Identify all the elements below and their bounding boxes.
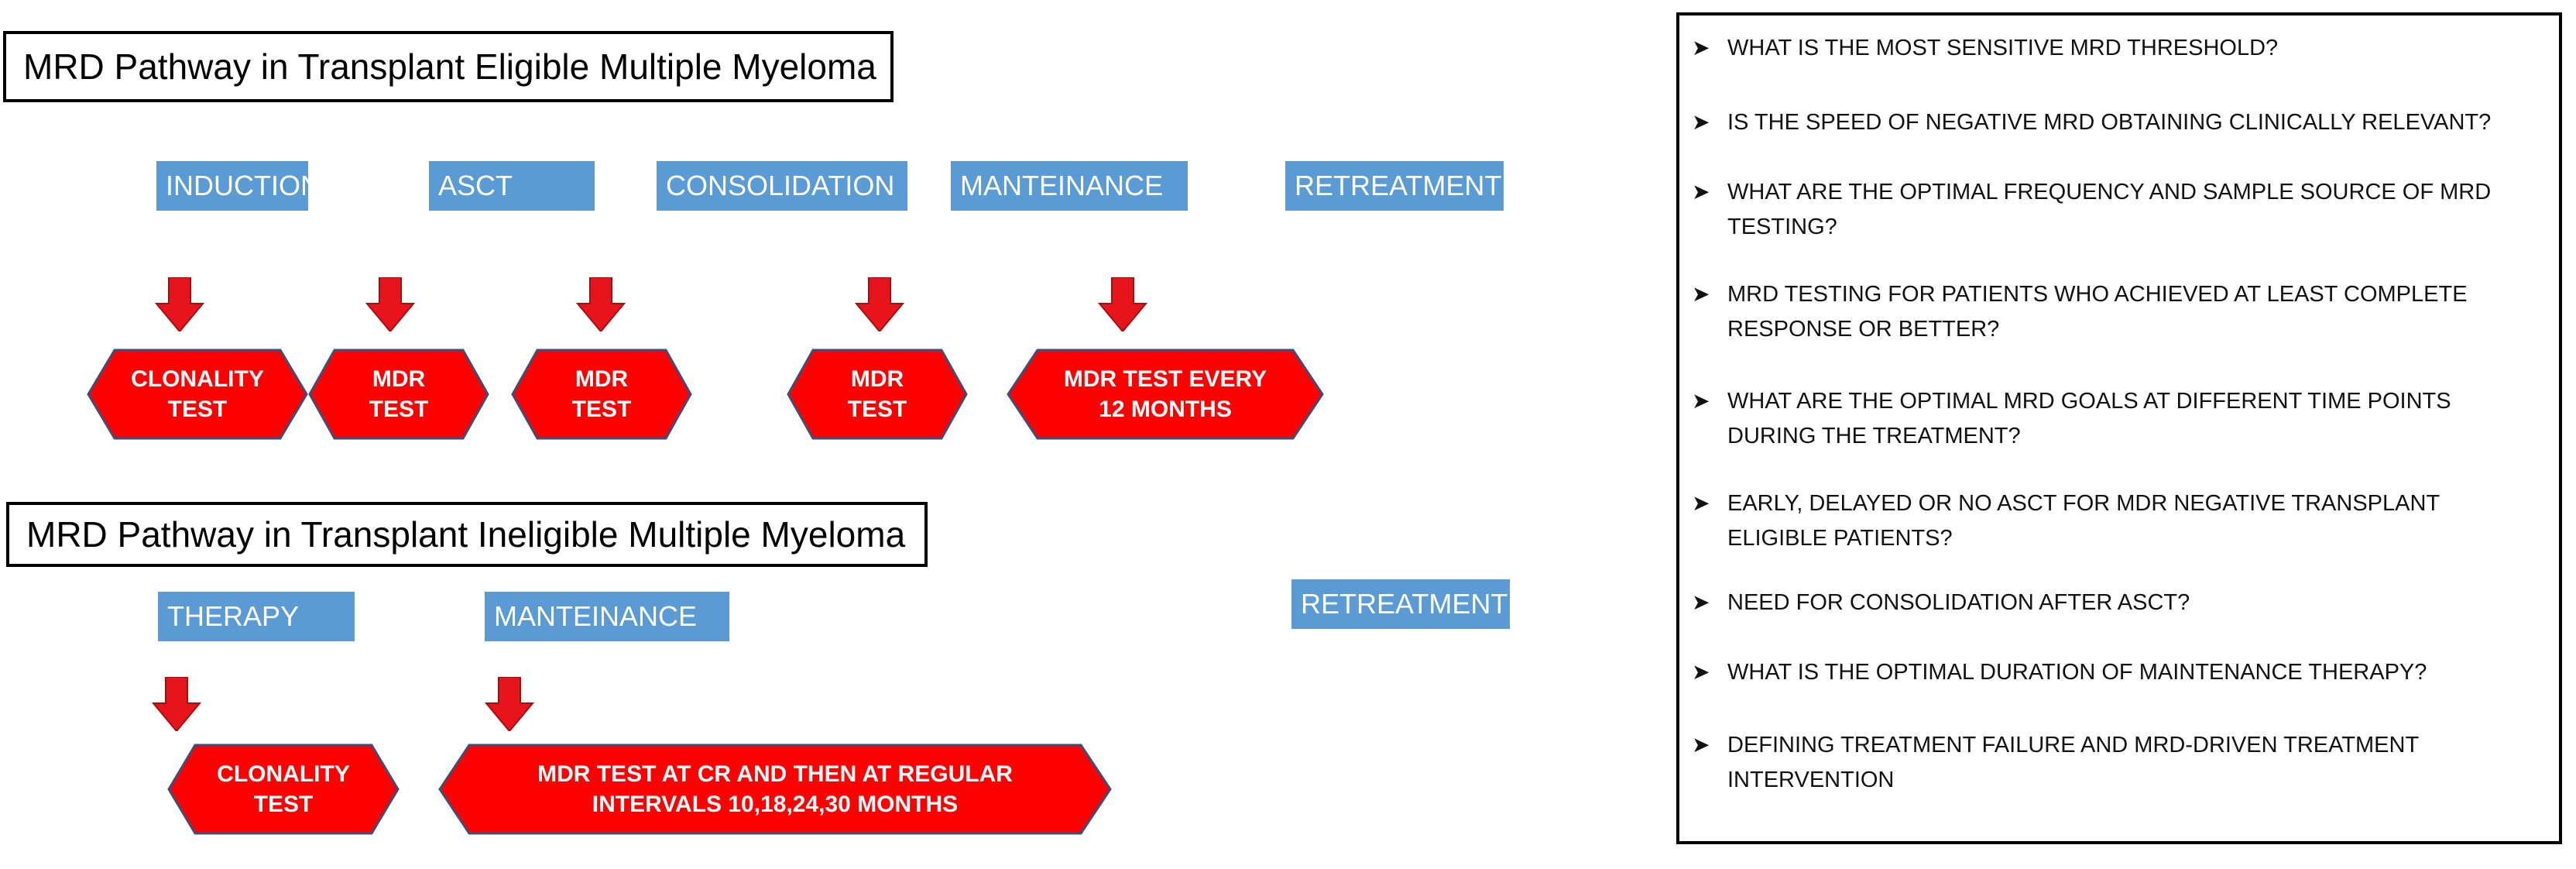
ti-test-mdr-regular-intervals-label: MDR TEST AT CR AND THEN AT REGULAR INTER… [537, 761, 1013, 817]
question-item: ➤ WHAT ARE THE OPTIMAL FREQUENCY AND SAM… [1692, 175, 2543, 245]
arrow-bullet-icon: ➤ [1692, 733, 1710, 757]
te-stage-manteinance: MANTEINANCE [951, 161, 1188, 211]
ti-stage-retreatment: RETREATMENT [1291, 579, 1510, 629]
question-item: ➤ EARLY, DELAYED OR NO ASCT FOR MDR NEGA… [1692, 486, 2543, 556]
ti-stage-therapy: THERAPY [158, 592, 355, 641]
question-text: EARLY, DELAYED OR NO ASCT FOR MDR NEGATI… [1727, 491, 2440, 551]
ti-test-clonality: CLONALITY TEST [167, 744, 400, 835]
question-item: ➤ NEED FOR CONSOLIDATION AFTER ASCT? [1692, 586, 2543, 620]
question-item: ➤ MRD TESTING FOR PATIENTS WHO ACHIEVED … [1692, 277, 2543, 347]
arrow-down-icon [1098, 277, 1147, 331]
te-stage-retreatment: RETREATMENT [1285, 161, 1504, 211]
arrow-bullet-icon: ➤ [1692, 180, 1710, 204]
arrow-bullet-icon: ➤ [1692, 389, 1710, 413]
question-text: WHAT ARE THE OPTIMAL MRD GOALS AT DIFFER… [1727, 389, 2451, 448]
question-text: WHAT IS THE MOST SENSITIVE MRD THRESHOLD… [1727, 36, 2279, 60]
question-text: NEED FOR CONSOLIDATION AFTER ASCT? [1727, 590, 2190, 615]
arrow-down-icon [485, 677, 534, 731]
te-test-clonality: CLONALITY TEST [87, 349, 308, 440]
arrow-bullet-icon: ➤ [1692, 282, 1710, 306]
ti-test-mdr-regular-intervals: MDR TEST AT CR AND THEN AT REGULAR INTER… [438, 744, 1112, 835]
ti-title: MRD Pathway in Transplant Ineligible Mul… [6, 502, 928, 567]
questions-box: ➤ WHAT IS THE MOST SENSITIVE MRD THRESHO… [1676, 12, 2562, 844]
arrow-down-icon [576, 277, 626, 331]
question-item: ➤ DEFINING TREATMENT FAILURE AND MRD-DRI… [1692, 728, 2543, 798]
te-stage-consolidation: CONSOLIDATION [657, 161, 907, 211]
question-item: ➤ WHAT IS THE MOST SENSITIVE MRD THRESHO… [1692, 31, 2543, 66]
arrow-down-icon [365, 277, 415, 331]
question-item: ➤ WHAT ARE THE OPTIMAL MRD GOALS AT DIFF… [1692, 384, 2543, 454]
te-stage-asct: ASCT [429, 161, 595, 211]
arrow-bullet-icon: ➤ [1692, 491, 1710, 515]
te-test-clonality-label: CLONALITY TEST [131, 366, 264, 422]
question-item: ➤ IS THE SPEED OF NEGATIVE MRD OBTAINING… [1692, 105, 2543, 140]
arrow-bullet-icon: ➤ [1692, 590, 1710, 614]
arrow-bullet-icon: ➤ [1692, 110, 1710, 134]
question-text: IS THE SPEED OF NEGATIVE MRD OBTAINING C… [1727, 110, 2492, 135]
arrow-down-icon [155, 277, 204, 331]
question-text: MRD TESTING FOR PATIENTS WHO ACHIEVED AT… [1727, 282, 2468, 342]
te-stage-induction: INDUCTION [156, 161, 321, 211]
arrow-down-icon [152, 677, 201, 731]
question-text: WHAT ARE THE OPTIMAL FREQUENCY AND SAMPL… [1727, 180, 2492, 239]
te-test-mdr-every-12-months-label: MDR TEST EVERY 12 MONTHS [1063, 366, 1267, 422]
te-test-mdr-2-label: MDR TEST [571, 366, 632, 422]
te-test-mdr-every-12-months: MDR TEST EVERY 12 MONTHS [1007, 349, 1324, 440]
te-test-mdr-3: MDR TEST [787, 349, 968, 440]
arrow-down-icon [855, 277, 904, 331]
question-text: WHAT IS THE OPTIMAL DURATION OF MAINTENA… [1727, 660, 2427, 685]
te-test-mdr-2: MDR TEST [511, 349, 692, 440]
ti-test-clonality-label: CLONALITY TEST [217, 761, 350, 817]
te-title: MRD Pathway in Transplant Eligible Multi… [3, 31, 894, 102]
arrow-bullet-icon: ➤ [1692, 36, 1710, 60]
question-item: ➤ WHAT IS THE OPTIMAL DURATION OF MAINTE… [1692, 655, 2543, 690]
ti-stage-manteinance: MANTEINANCE [485, 592, 729, 641]
question-text: DEFINING TREATMENT FAILURE AND MRD-DRIVE… [1727, 733, 2419, 792]
arrow-bullet-icon: ➤ [1692, 660, 1710, 684]
te-test-mdr-1-label: MDR TEST [369, 366, 429, 422]
te-test-mdr-3-label: MDR TEST [847, 366, 907, 422]
te-test-mdr-1: MDR TEST [308, 349, 489, 440]
